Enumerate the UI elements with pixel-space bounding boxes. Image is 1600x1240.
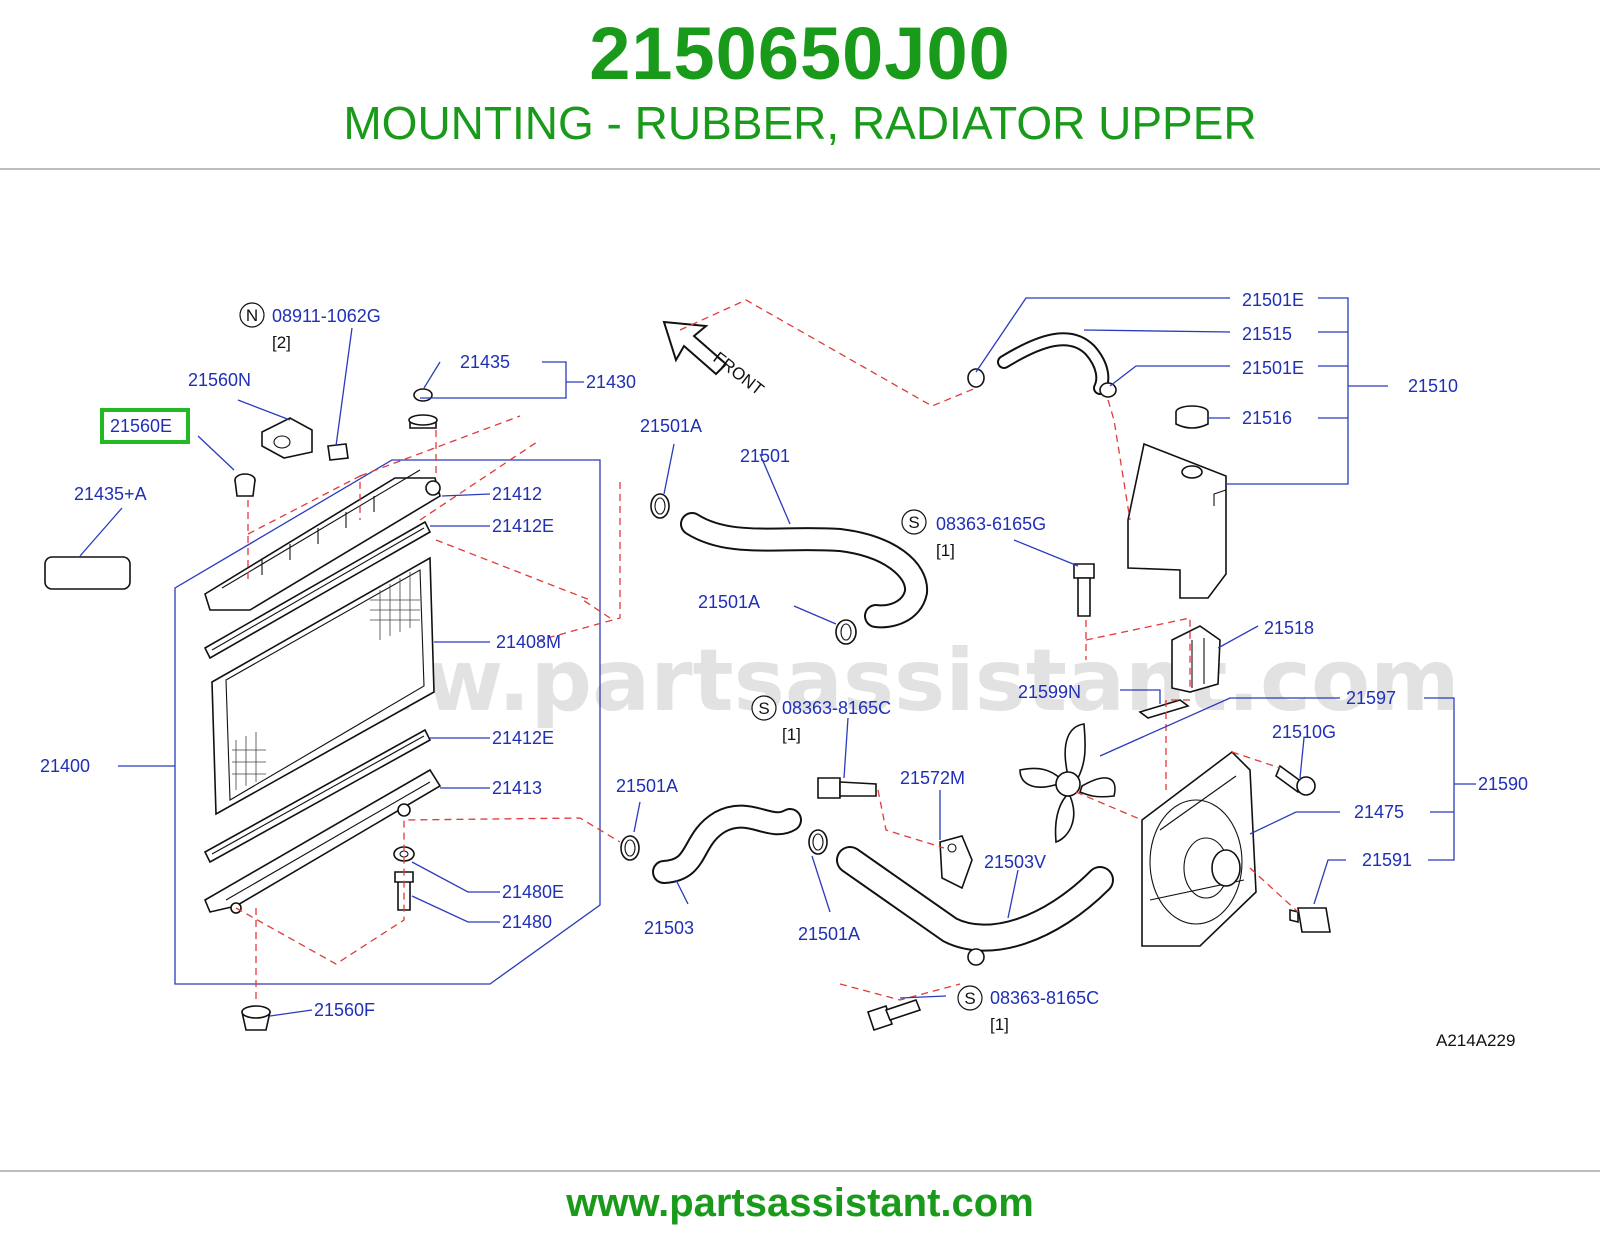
label-21480[interactable]: 21480 <box>502 912 552 932</box>
hose-clamp-21501A-1-icon <box>650 493 670 519</box>
label-21408M[interactable]: 21408M <box>496 632 561 652</box>
label-08363-8165C-a[interactable]: 08363-8165C <box>782 698 891 718</box>
drain-plug-21480-icon <box>394 871 414 911</box>
part-description: MOUNTING - RUBBER, RADIATOR UPPER <box>343 97 1257 149</box>
page-header: 2150650J00 MOUNTING - RUBBER, RADIATOR U… <box>0 0 1600 168</box>
label-21501A-1[interactable]: 21501A <box>640 416 702 436</box>
label-21503[interactable]: 21503 <box>644 918 694 938</box>
fan-motor-21475-icon <box>1211 849 1241 887</box>
label-21591[interactable]: 21591 <box>1362 850 1412 870</box>
marker-s-6165G-icon: S <box>901 509 927 535</box>
label-21590[interactable]: 21590 <box>1478 774 1528 794</box>
bolt-08363-8165C-b-icon <box>866 999 922 1032</box>
svg-text:S: S <box>964 989 975 1008</box>
label-21480E[interactable]: 21480E <box>502 882 564 902</box>
label-21515[interactable]: 21515 <box>1242 324 1292 344</box>
svg-text:N: N <box>246 306 258 325</box>
grommet-21560E-icon <box>234 473 256 497</box>
connection-dashes <box>235 299 1299 1001</box>
header-divider <box>0 168 1600 170</box>
label-21501A-2[interactable]: 21501A <box>698 592 760 612</box>
watermark: www.partsassistant.com <box>265 631 1460 731</box>
hose-clamp-21501A-3-icon <box>620 835 640 861</box>
water-pipe-21503V-icon <box>836 846 1114 966</box>
front-arrow-icon: FRONT <box>662 320 768 399</box>
hose-clamp-21501E-1-icon <box>967 368 985 388</box>
marker-s-8165C-b-icon: S <box>957 985 983 1011</box>
hose-clamp-21501E-2-icon <box>1099 382 1117 398</box>
lower-hose-21503-icon <box>652 804 802 884</box>
screw-21510G-icon <box>1275 764 1316 796</box>
label-21516[interactable]: 21516 <box>1242 408 1292 428</box>
label-21501E-top[interactable]: 21501E <box>1242 290 1304 310</box>
footer-divider <box>0 1170 1600 1172</box>
label-21400[interactable]: 21400 <box>40 756 90 776</box>
label-21518[interactable]: 21518 <box>1264 618 1314 638</box>
label-21430[interactable]: 21430 <box>586 372 636 392</box>
label-21599N[interactable]: 21599N <box>1018 682 1081 702</box>
label-08363-6165G[interactable]: 08363-6165G <box>936 514 1046 534</box>
radiator-assembly <box>118 459 601 985</box>
label-21560E[interactable]: 21560E <box>110 416 172 436</box>
bracket-21560N-icon <box>261 417 313 459</box>
svg-text:S: S <box>908 513 919 532</box>
fan-shroud-21590-icon <box>1141 750 1257 947</box>
label-21412E-top[interactable]: 21412E <box>492 516 554 536</box>
hose-clamp-21501A-4-icon <box>808 829 828 855</box>
upper-hose-21501-icon <box>680 512 928 629</box>
label-21510G[interactable]: 21510G <box>1272 722 1336 742</box>
highlight-box <box>100 408 190 444</box>
reservoir-hose-21515-icon <box>997 332 1110 395</box>
qty-08363-8165C-b: [1] <box>990 1015 1009 1034</box>
hose-clamp-21501A-2-icon <box>835 619 857 645</box>
bracket-21518-icon <box>1171 625 1221 693</box>
label-08911-1062G[interactable]: 08911-1062G <box>272 306 381 326</box>
label-plate-21435A-icon <box>44 556 131 590</box>
label-21413[interactable]: 21413 <box>492 778 542 798</box>
bolt-08363-6165G-icon <box>1073 563 1095 617</box>
reservoir-cap-21516-icon <box>1175 405 1209 429</box>
label-08363-8165C-b[interactable]: 08363-8165C <box>990 988 1099 1008</box>
leader-lines <box>79 297 1476 1017</box>
label-21435A[interactable]: 21435+A <box>74 484 147 504</box>
label-21501E-mid[interactable]: 21501E <box>1242 358 1304 378</box>
connector-21591-icon <box>1289 907 1331 933</box>
qty-08911-1062G: [2] <box>272 333 291 352</box>
pad-21599N-icon <box>1138 699 1190 719</box>
label-21503V[interactable]: 21503V <box>984 852 1046 872</box>
fan-blade-21597-icon <box>1019 723 1116 844</box>
grommet-21560F-icon <box>241 1005 271 1031</box>
label-21501A-3[interactable]: 21501A <box>616 776 678 796</box>
drawing-code: A214A229 <box>1436 1031 1515 1050</box>
bracket-21572M-icon <box>939 835 973 890</box>
reservoir-tank-21510-icon <box>1127 442 1227 599</box>
label-21501A-4[interactable]: 21501A <box>798 924 860 944</box>
label-21560F[interactable]: 21560F <box>314 1000 375 1020</box>
bolt-08363-8165C-a-icon <box>817 777 877 799</box>
qty-08363-6165G: [1] <box>936 541 955 560</box>
front-label: FRONT <box>710 348 768 399</box>
label-21412E-bottom[interactable]: 21412E <box>492 728 554 748</box>
radiator-cap-21430-icon <box>408 414 438 429</box>
footer-url[interactable]: www.partsassistant.com <box>566 1181 1034 1225</box>
label-21510[interactable]: 21510 <box>1408 376 1458 396</box>
bushing-08911-icon <box>327 443 349 461</box>
label-21560N[interactable]: 21560N <box>188 370 251 390</box>
seal-21435-icon <box>413 388 433 402</box>
label-21501[interactable]: 21501 <box>740 446 790 466</box>
label-21435[interactable]: 21435 <box>460 352 510 372</box>
svg-text:S: S <box>758 699 769 718</box>
parts-diagram: www.partsassistant.com FRONT <box>40 290 1528 1050</box>
label-21412[interactable]: 21412 <box>492 484 542 504</box>
marker-s-8165C-a-icon: S <box>751 695 777 721</box>
part-number-title: 2150650J00 <box>589 12 1011 95</box>
label-21475[interactable]: 21475 <box>1354 802 1404 822</box>
qty-08363-8165C-a: [1] <box>782 725 801 744</box>
label-21597[interactable]: 21597 <box>1346 688 1396 708</box>
marker-n-icon: N <box>239 302 265 328</box>
label-21572M[interactable]: 21572M <box>900 768 965 788</box>
